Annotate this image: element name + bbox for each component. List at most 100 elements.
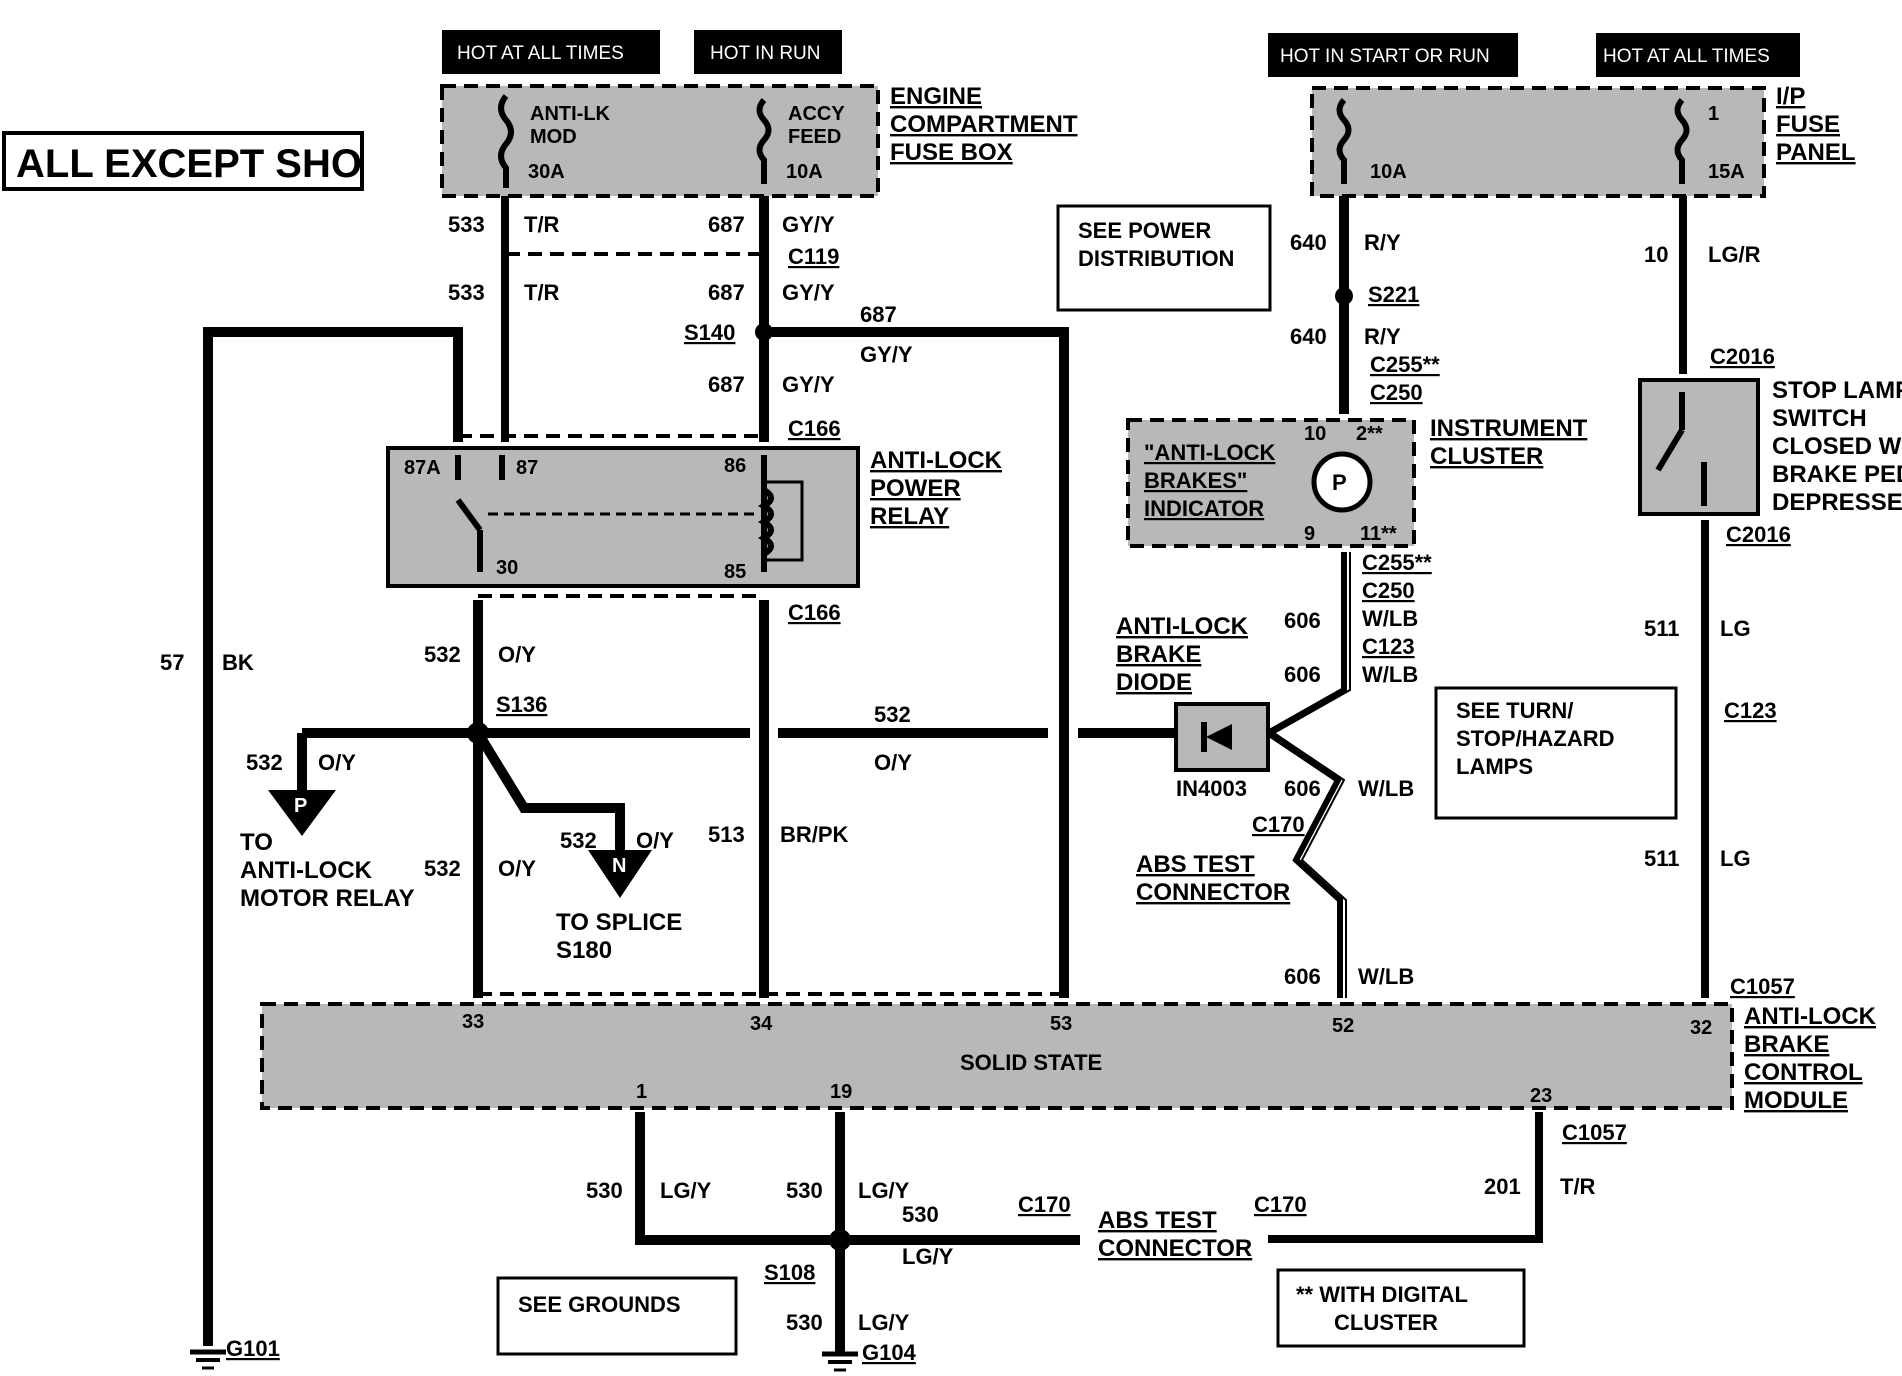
splice-label: S136	[496, 692, 547, 717]
wire-687-feed	[764, 327, 1069, 998]
arrow-down-icon	[268, 790, 336, 836]
destination-label: ANTI-LOCK	[240, 857, 373, 884]
engine-fuse-box: ANTI-LK MOD 30A ACCY FEED 10A ENGINE COM…	[440, 83, 1078, 198]
component-label: CONTROL	[1744, 1059, 1863, 1086]
component-label: DEPRESSED	[1772, 489, 1902, 516]
connector-label: C170	[1254, 1192, 1307, 1217]
connector-label: C166	[788, 416, 841, 441]
wire-201	[1268, 1112, 1543, 1243]
header-hot-at-all-times-right: HOT AT ALL TIMES	[1603, 46, 1770, 67]
relay-pin: 30	[496, 557, 518, 579]
splice-label: S140	[684, 320, 735, 345]
wire-number: 530	[902, 1202, 939, 1227]
wire-color: O/Y	[318, 750, 356, 775]
connector-label: C1057	[1562, 1120, 1627, 1145]
wire-number: 513	[708, 822, 745, 847]
connector-label: C170	[1018, 1192, 1071, 1217]
wire-color: LG/Y	[902, 1244, 954, 1269]
wire-color: LG/Y	[858, 1310, 910, 1335]
fuse-rating: 10A	[786, 161, 823, 183]
fuse-icon	[498, 94, 514, 188]
wire-number: 57	[160, 650, 184, 675]
wire-color: LG	[1720, 846, 1751, 871]
power-headers: HOT AT ALL TIMES HOT IN RUN HOT IN START…	[442, 30, 1800, 77]
note-text: ** WITH DIGITAL	[1296, 1282, 1468, 1307]
component-label: ANTI-LOCK	[1744, 1003, 1877, 1030]
connector-label: C166	[788, 600, 841, 625]
wire-color: O/Y	[636, 828, 674, 853]
wire-color: R/Y	[1364, 324, 1401, 349]
diode-icon	[1206, 724, 1232, 750]
component-label: CONNECTOR	[1098, 1235, 1252, 1262]
component-label: DIODE	[1116, 669, 1192, 696]
wire-color: GY/Y	[782, 212, 835, 237]
note-text: DISTRIBUTION	[1078, 246, 1234, 271]
relay-pin: 86	[724, 455, 746, 477]
connector-label: C250	[1362, 578, 1415, 603]
connector-label: C123	[1724, 698, 1777, 723]
header-hot-in-start-or-run: HOT IN START OR RUN	[1280, 46, 1490, 67]
note-see-grounds: SEE GROUNDS	[496, 1276, 738, 1356]
wire-number: 511	[1644, 846, 1680, 871]
wire-number: 532	[874, 702, 911, 727]
fuse-icon	[1336, 97, 1352, 184]
destination-label: MOTOR RELAY	[240, 885, 415, 912]
wire-number: 640	[1290, 324, 1327, 349]
connector-label: C2016	[1726, 522, 1791, 547]
instrument-cluster: P "ANTI-LOCK BRAKES" INDICATOR 10 2** 9 …	[1126, 415, 1588, 548]
component-label: BRAKE PEDAL	[1772, 461, 1902, 488]
anti-lock-brake-control-module: SOLID STATE 33 34 53 52 32 1 19 23 ANTI-…	[260, 1002, 1877, 1114]
arrow-down-icon	[588, 850, 652, 898]
wire-color: W/LB	[1362, 662, 1418, 687]
wire-number: 606	[1284, 776, 1321, 801]
wire-color: O/Y	[498, 856, 536, 881]
wire-color: W/LB	[1358, 964, 1414, 989]
destination-motor-relay: P TO ANTI-LOCK MOTOR RELAY	[240, 790, 415, 912]
connector-label: C250	[1370, 380, 1423, 405]
wire-530	[635, 1112, 1080, 1245]
wire-color: O/Y	[874, 750, 912, 775]
ground-label: G101	[226, 1336, 280, 1361]
destination-label: TO	[240, 829, 273, 856]
wire-number: 687	[708, 280, 745, 305]
wire-number: 533	[448, 280, 485, 305]
component-label: FUSE BOX	[890, 139, 1013, 166]
component-label: ANTI-LOCK	[870, 447, 1003, 474]
wire-color: BK	[222, 650, 254, 675]
wire-number: 532	[424, 642, 461, 667]
component-label: ABS TEST	[1098, 1207, 1217, 1234]
wire-color: W/LB	[1358, 776, 1414, 801]
wire-number: 606	[1284, 662, 1321, 687]
note-see-power-distribution: SEE POWER DISTRIBUTION	[1056, 204, 1272, 312]
component-label: FUSE	[1776, 111, 1840, 138]
component-label: POWER	[870, 475, 961, 502]
note-text: SEE GROUNDS	[518, 1292, 681, 1317]
component-label: ABS TEST	[1136, 851, 1255, 878]
splice-label: S221	[1368, 282, 1419, 307]
wire-number: 201	[1484, 1174, 1521, 1199]
ip-fuse-panel: 10A 1 15A I/P FUSE PANEL	[1310, 83, 1856, 198]
stop-lamp-switch: STOP LAMP SWITCH CLOSED WITH BRAKE PEDAL…	[1638, 377, 1902, 516]
wire-color: LG/R	[1708, 242, 1761, 267]
arrow-symbol: N	[612, 855, 626, 877]
component-label: ANTI-LOCK	[1116, 613, 1249, 640]
component-label: RELAY	[870, 503, 949, 530]
wire-number: 10	[1644, 242, 1668, 267]
wire-color: BR/PK	[780, 822, 849, 847]
destination-label: TO SPLICE	[556, 909, 682, 936]
wire-color: T/R	[524, 280, 560, 305]
fuse-label: MOD	[530, 126, 577, 148]
wire-labels: 533 T/R 687 GY/Y 533 T/R 687 GY/Y 687 GY…	[160, 212, 1761, 1335]
wire-number: 532	[560, 828, 597, 853]
wire-color: LG	[1720, 616, 1751, 641]
wire-number: 511	[1644, 616, 1680, 641]
wire-color: LG/Y	[858, 1178, 910, 1203]
connector-label: C170	[1252, 812, 1305, 837]
note-text: LAMPS	[1456, 754, 1533, 779]
relay-pin: 87	[516, 457, 538, 479]
wire-number: 606	[1284, 964, 1321, 989]
wire-number: 687	[860, 302, 897, 327]
title-box: ALL EXCEPT SHO	[2, 131, 364, 191]
ground-icon	[190, 1349, 226, 1370]
